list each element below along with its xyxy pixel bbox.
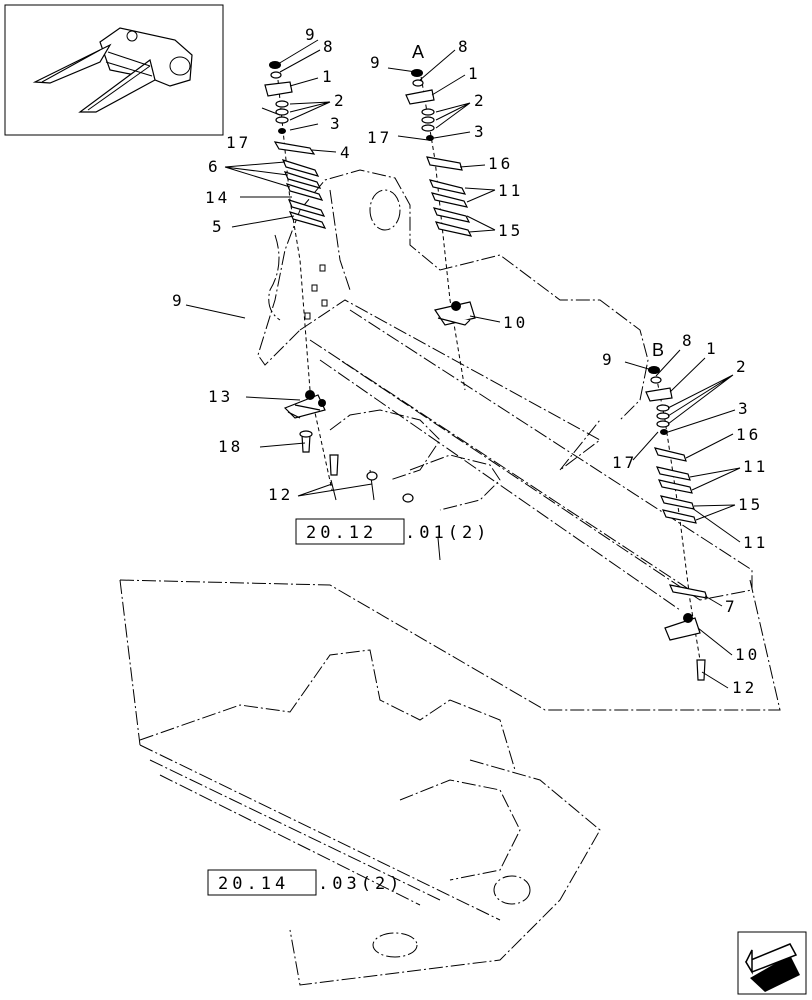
callout-8-b: 8 [458,37,471,56]
bolts-left [299,430,441,561]
callout-14: 14 [205,188,230,207]
callout-3-b: 3 [474,122,487,141]
reference-1-suffix: .01(2) [405,523,490,543]
callout-12: 12 [268,485,293,504]
callout-8: 8 [323,37,336,56]
callout-2-b: 2 [474,91,487,110]
callout-4: 4 [340,143,353,162]
callout-9: 9 [305,25,318,44]
view-letter-a: A [412,42,424,62]
callout-2-c: 2 [736,357,749,376]
callout-7-c: 7 [725,597,738,616]
callout-17-c: 17 [612,453,637,472]
fastener-stack-c [645,366,708,681]
callout-12-c: 12 [732,678,757,697]
callout-16-c: 16 [736,425,761,444]
callout-9-left: 9 [172,291,185,310]
next-page-arrow-icon[interactable] [737,931,807,995]
callout-17: 17 [226,133,251,152]
knife-guard-mid [434,301,476,326]
callout-10-b: 10 [503,313,528,332]
callout-1-c: 1 [706,339,719,358]
fastener-stack-a [264,61,333,491]
callout-5: 5 [212,217,225,236]
fastener-stack-b [405,69,473,391]
callout-16-b: 16 [488,154,513,173]
callout-17-b: 17 [367,128,392,147]
callout-8-c: 8 [682,331,695,350]
knife-guard-left [283,390,326,419]
callout-11-b: 11 [498,181,523,200]
header-frame-phantom [257,169,753,611]
callout-13: 13 [208,387,233,406]
callout-2: 2 [334,91,347,110]
knife-guard-icon [32,27,193,113]
callout-9-c: 9 [602,350,615,369]
callout-1: 1 [322,67,335,86]
callout-10-c: 10 [735,645,760,664]
callout-11-c2: 11 [743,533,768,552]
callout-11-c: 11 [743,457,768,476]
callout-15-c: 15 [738,495,763,514]
view-letter-b: B [652,340,664,360]
reference-1-box-text: 20.12 [306,523,377,543]
callout-15-b: 15 [498,221,523,240]
callout-6: 6 [208,157,221,176]
inset-thumbnail [4,4,224,136]
lower-frame-phantom [119,579,781,986]
reference-link-2[interactable]: 20.14 .03(2) [207,869,403,896]
callout-1-b: 1 [468,64,481,83]
reference-2-box-text: 20.14 [218,874,289,894]
reference-2-suffix: .03(2) [318,874,403,894]
reference-link-1[interactable]: 20.12 .01(2) [295,518,490,545]
callout-labels: 9 8 1 2 3 17 4 6 14 5 9 13 18 12 A 9 8 1… [172,25,768,697]
leader-lines [185,39,741,689]
callout-3-c: 3 [738,399,751,418]
callout-9-b: 9 [370,53,383,72]
callout-3: 3 [330,114,343,133]
callout-18: 18 [218,437,243,456]
